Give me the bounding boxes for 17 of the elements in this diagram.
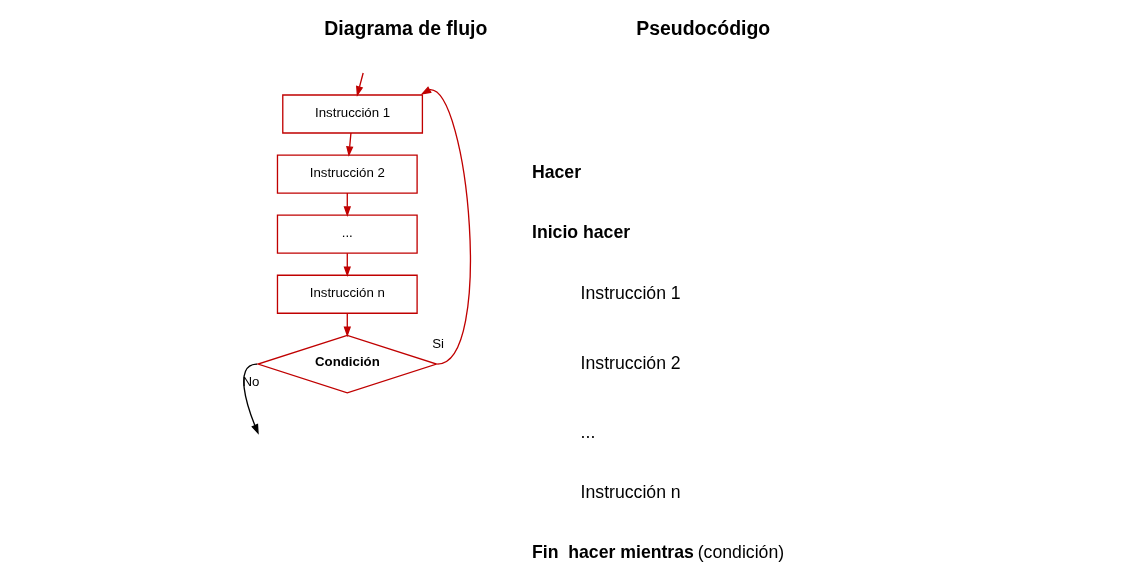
arrow: [420, 86, 471, 365]
node-box: Instrucción 1: [281, 94, 423, 134]
label: ...: [580, 422, 595, 443]
arrow: [345, 132, 353, 157]
label: Inicio hacer: [531, 221, 630, 242]
label: Pseudocódigo: [635, 16, 770, 39]
edge-label: Si: [431, 335, 444, 351]
label: Diagrama de flujo: [323, 16, 487, 39]
label: Instrucción n: [580, 482, 681, 503]
node-box: ...: [276, 214, 418, 254]
label: Hacer: [531, 161, 581, 182]
arrow: [355, 72, 364, 97]
label: Fin hacer mientras (condición): [531, 541, 784, 562]
node-box: Instrucción 2: [276, 154, 418, 194]
node-box: Instrucción n: [276, 274, 418, 314]
label: Instrucción 2: [580, 352, 681, 373]
label: Instrucción 1: [580, 282, 681, 303]
